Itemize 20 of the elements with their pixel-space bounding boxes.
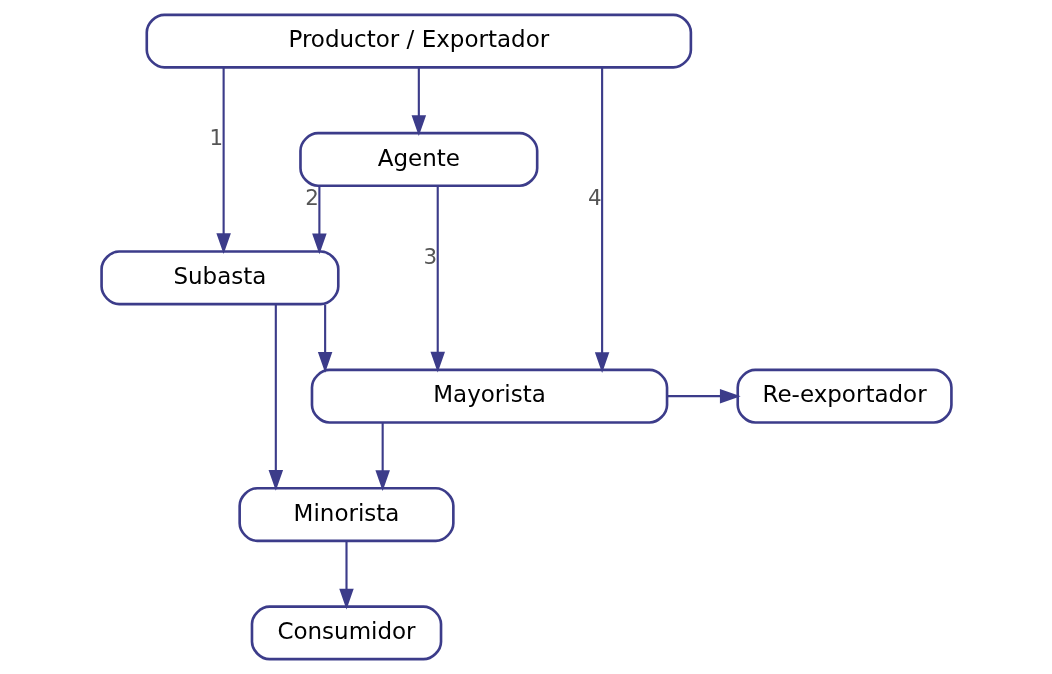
arrow xyxy=(268,304,283,491)
edge-label: 4 xyxy=(587,184,602,210)
arrow xyxy=(374,423,390,492)
arrow xyxy=(215,67,231,255)
arrow xyxy=(338,541,354,610)
arrow xyxy=(317,304,332,373)
node-box: Subasta xyxy=(99,250,340,306)
node-box: Productor / Exportador xyxy=(144,13,692,69)
edge-label: 1 xyxy=(208,125,223,151)
arrow xyxy=(429,186,445,373)
arrow xyxy=(411,67,426,136)
edge-label: 3 xyxy=(423,243,437,269)
arrow xyxy=(594,67,609,373)
node-box: Mayorista xyxy=(310,368,668,424)
node-box: Consumidor xyxy=(250,605,442,661)
node-box: Minorista xyxy=(237,486,455,543)
node-box: Agente xyxy=(298,131,538,188)
arrow xyxy=(667,388,741,404)
arrow xyxy=(311,186,327,255)
node-box: Re-exportador xyxy=(735,368,953,424)
